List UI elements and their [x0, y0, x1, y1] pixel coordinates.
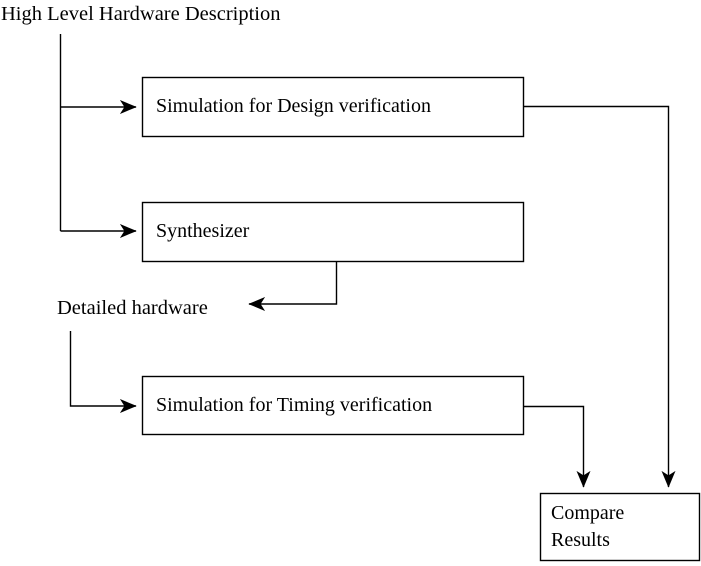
- node-box-design-verification: [141, 76, 525, 138]
- edge-synthesizer-to-detailed-hardware: [248, 262, 338, 311]
- edge-timing-verification-to-compare-results: [524, 405, 591, 488]
- node-box-compare-results: [539, 492, 701, 562]
- node-box-timing-verification: [141, 375, 525, 436]
- edge-design-verification-to-compare-results: [524, 105, 676, 488]
- edge-detailed-hardware-to-timing-verification: [69, 331, 137, 413]
- node-box-synthesizer: [141, 201, 525, 263]
